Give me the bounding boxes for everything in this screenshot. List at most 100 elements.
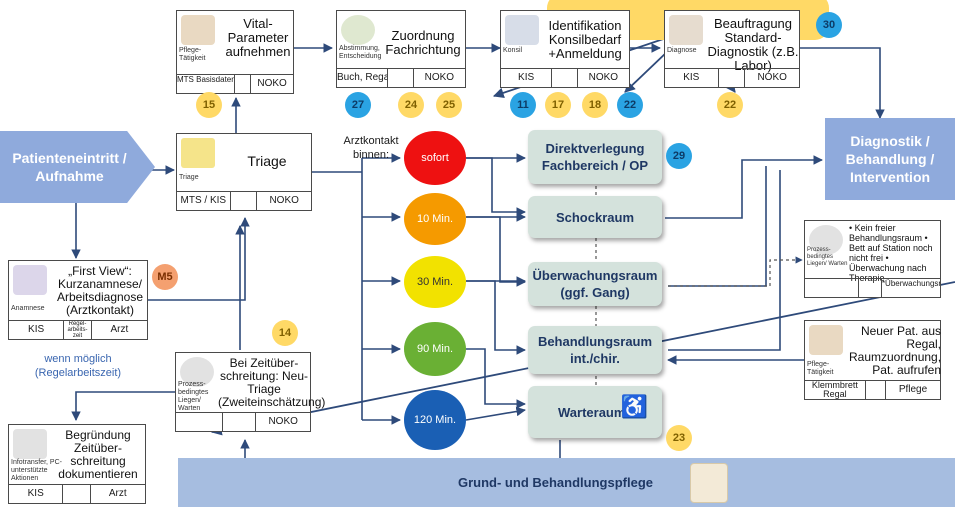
box-title: Bei Zeitüber-schreitung: Neu-Triage (Zwe… [218,356,326,409]
nurse-icon [809,325,843,355]
wenn-moeglich-note: wenn möglich (Regelarbeitszeit) [34,353,122,379]
consult-icon [505,15,539,45]
dest-behandlung: Behandlungsraum int./chir. [528,326,662,374]
foot-cell [866,381,886,399]
box-title: „First View“: Kurzanamnese/ Arbeitsdiagn… [56,264,144,317]
foot-cell [719,69,746,87]
box-icon-label: Konsil [503,47,523,54]
triage-icon [181,138,215,168]
badge-icon: 22 [617,92,643,118]
start-label: Patienteneintritt / Aufnahme [12,150,127,184]
foot-cell [552,69,578,87]
infotransfer-icon [13,429,47,459]
foot-cell: *Überwachungsraum [881,279,940,288]
foot-cell [388,69,414,87]
box-title: Triage [247,153,287,169]
foot-cell: KIS [665,69,719,87]
box-icon-label: Prozess-bedingtes Liegen/ Warten [178,381,209,412]
box-title: Zuordnung Fachrichtung [385,28,461,57]
badge-icon: 30 [816,12,842,38]
foot-cell: NOKO [757,72,787,83]
foot-cell: NOKO [269,195,299,206]
bottom-label: Grund- und Behandlungspflege [458,475,653,490]
foot-cell [63,485,91,503]
box-vital: Pflege-Tätigkeit Vital-Parameter aufnehm… [176,10,294,94]
dest-schock: Schockraum [528,196,662,238]
box-begruendung: Infotransfer, PC-unterstützte Aktionen B… [8,424,146,504]
priority-circle: sofort [404,131,466,185]
foot-cell: NOKO [268,416,298,427]
diagnosis-icon [669,15,703,45]
decision-icon [341,15,375,45]
foot-cell: Regel-arbeits-zeit [64,321,92,339]
priority-circle: 30 Min. [404,256,466,308]
box-title: Neuer Pat. aus Regal, Raumzuordnung, Pat… [849,324,942,377]
dest-direkt: Direktverlegung Fachbereich / OP [528,130,662,184]
foot-cell [176,413,223,431]
foot-cell [859,279,882,297]
box-zuordnung: Abstimmung, Entscheidung Zuordnung Fachr… [336,10,466,88]
end-chevron: Diagnostik / Behandlung / Intervention [825,118,955,200]
foot-cell [223,413,257,431]
box-icon-label: Prozess-bedingtes Liegen/ Warten [807,247,848,267]
box-keinfreier: Prozess-bedingtes Liegen/ Warten • Kein … [804,220,941,298]
arrow-firstview-triage [148,217,250,301]
dest-ueberwachung: Überwachungsraum (ggf. Gang) [528,262,662,306]
box-icon-label: Pflege-Tätigkeit [179,47,206,62]
box-firstview: Anamnese „First View“: Kurzanamnese/ Arb… [8,260,148,340]
priority-circle: 90 Min. [404,322,466,376]
box-icon-label: Triage [179,174,199,181]
foot-cell: Buch, Regal [337,69,389,87]
nurse-icon [181,15,215,45]
foot-cell: Klemmbrett Regal [805,381,866,399]
box-icon-label: Anamnese [11,305,45,312]
arrow-diagnose-diagnostik [800,47,885,119]
triage-note: Arztkontakt binnen: [343,135,399,161]
pflege-icon [690,463,728,503]
foot-cell: MTS / KIS [177,192,231,210]
box-title: Beauftragung Standard-Diagnostik (z.B. L… [707,16,799,73]
waiting-icon [180,357,214,387]
box-title: • Kein freier Behandlungsraum • Bett auf… [849,223,933,283]
badge-icon: 17 [545,92,571,118]
foot-cell: KIS [9,485,64,503]
box-konsil: Konsil Identifikation Konsilbedarf +Anme… [500,10,630,88]
badge-icon: 15 [196,92,222,118]
foot-cell: NOKO [424,72,455,83]
foot-cell [235,75,252,93]
bottom-bar: Grund- und Behandlungspflege [178,458,955,507]
foot-cell [231,192,258,210]
badge-icon: M5 [152,264,178,290]
badge-icon: 22 [717,92,743,118]
foot-cell: NOKO [257,78,287,89]
badge-icon: 24 [398,92,424,118]
badge-icon: 27 [345,92,371,118]
priority-circle: 120 Min. [404,390,466,450]
badge-icon: 18 [582,92,608,118]
box-title: Vital-Parameter aufnehmen [225,16,291,59]
box-icon-label: Abstimmung, Entscheidung [339,45,382,60]
box-diagnose: Diagnose Beauftragung Standard-Diagnosti… [664,10,800,88]
box-triage: Triage Triage MTS / KIS NOKO [176,133,312,211]
badge-icon: 29 [666,143,692,169]
foot-cell: Arzt [108,488,127,499]
box-title: Begründung Zeitüber-schreitung dokumenti… [58,428,138,481]
badge-icon: 14 [272,320,298,346]
foot-cell [805,279,859,297]
box-title: Identifikation Konsilbedarf +Anmeldung [548,18,622,61]
box-zeitueber: Prozess-bedingtes Liegen/ Warten Bei Zei… [175,352,326,432]
box-icon-label: Infotransfer, PC-unterstützte Aktionen [11,459,62,482]
dest-warte-label: Warteraum [558,404,626,420]
dest-warte: Warteraum ♿ [528,386,662,438]
priority-circle: 10 Min. [404,193,466,245]
badge-icon: 11 [510,92,536,118]
end-label: Diagnostik / Behandlung / Intervention [845,133,935,185]
waiting-icon [809,225,843,255]
box-neuerpat: Pflege-Tätigkeit Neuer Pat. aus Regal, R… [804,320,941,400]
badge-icon: 25 [436,92,462,118]
foot-cell: NOKO [588,72,619,83]
foot-cell: Arzt [110,324,129,335]
badge-icon: 23 [666,425,692,451]
waiting-person-icon: ♿ [620,394,648,419]
start-chevron: Patienteneintritt / Aufnahme [0,131,155,203]
